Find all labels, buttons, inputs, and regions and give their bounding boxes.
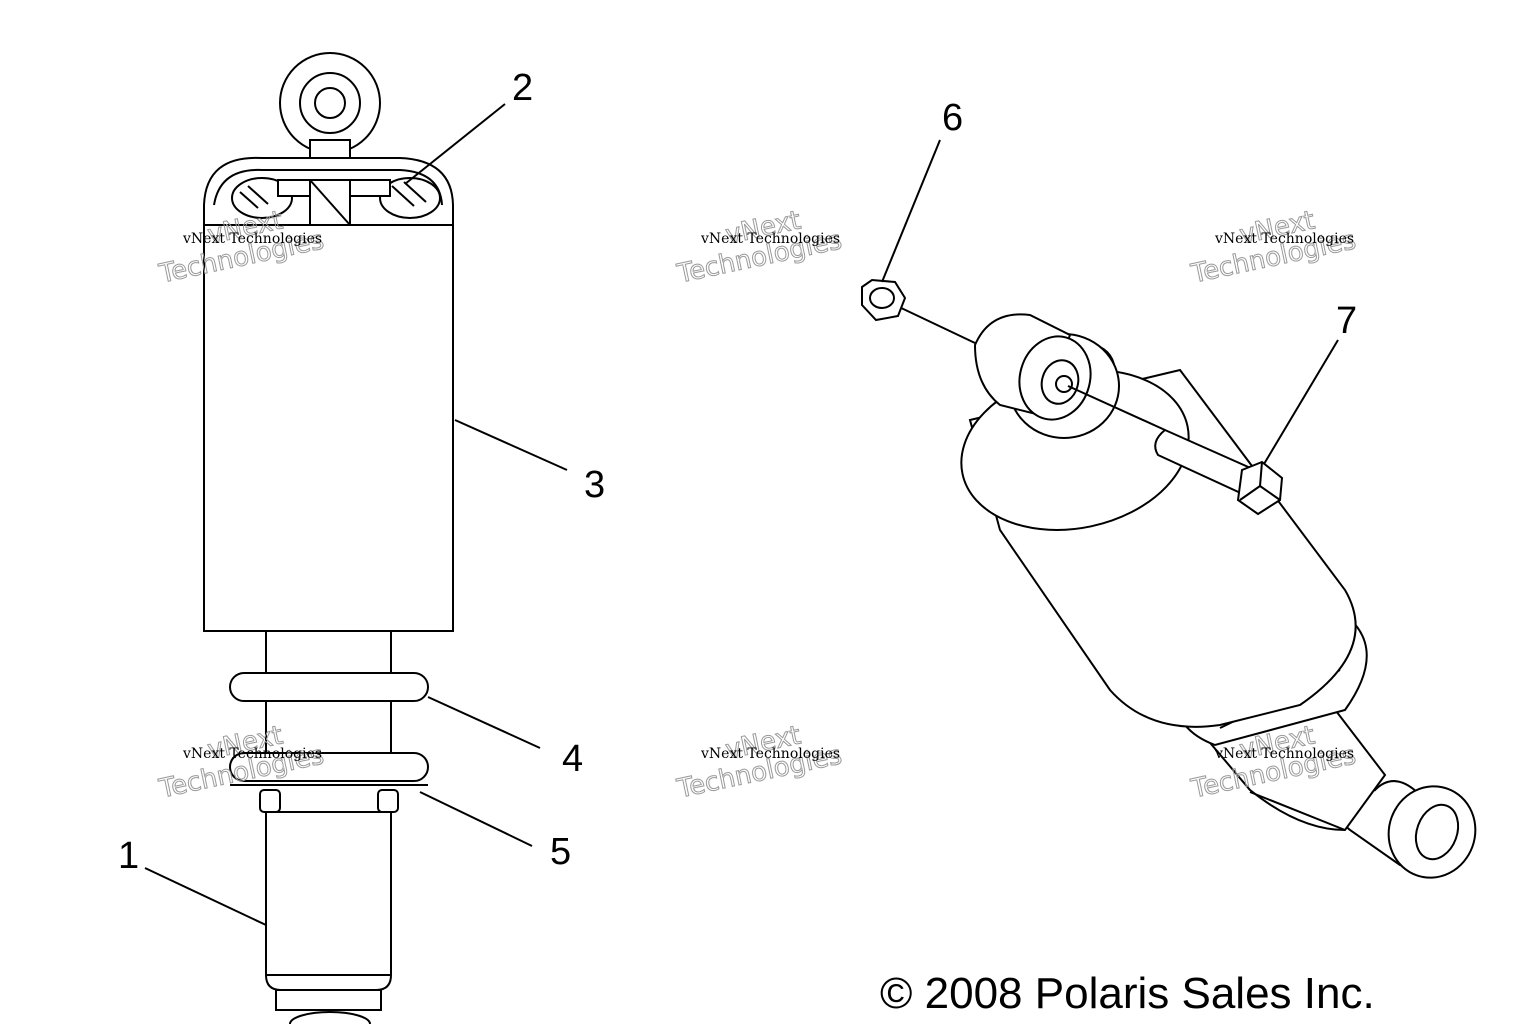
svg-text:vNext Technologies: vNext Technologies: [182, 231, 322, 247]
leader-lines: [144, 103, 1339, 926]
callout-2: 2: [512, 67, 533, 109]
svg-text:vNext Technologies: vNext Technologies: [700, 746, 840, 762]
callout-5: 5: [550, 831, 571, 873]
left-shock-assembly: [203, 52, 454, 1024]
callout-numbers: 1 2 3 4 5 6 7: [118, 67, 1357, 877]
callout-6: 6: [942, 97, 963, 139]
callout-3: 3: [584, 464, 605, 506]
watermark-5: vNext Technologies vNext Technologies: [673, 720, 845, 805]
svg-text:vNext Technologies: vNext Technologies: [1214, 746, 1354, 762]
right-shock-assembly: [861, 278, 1477, 879]
svg-text:vNext Technologies: vNext Technologies: [182, 746, 322, 762]
watermark-6: vNext Technologies vNext Technologies: [1187, 720, 1359, 805]
callout-4: 4: [562, 738, 583, 780]
copyright-text: © 2008 Polaris Sales Inc.: [880, 969, 1375, 1018]
watermark-3: vNext Technologies vNext Technologies: [1187, 205, 1359, 290]
watermark-2: vNext Technologies vNext Technologies: [673, 205, 845, 290]
svg-text:vNext Technologies: vNext Technologies: [700, 231, 840, 247]
callout-7: 7: [1336, 300, 1357, 342]
callout-1: 1: [118, 835, 139, 877]
svg-text:vNext Technologies: vNext Technologies: [1214, 231, 1354, 247]
